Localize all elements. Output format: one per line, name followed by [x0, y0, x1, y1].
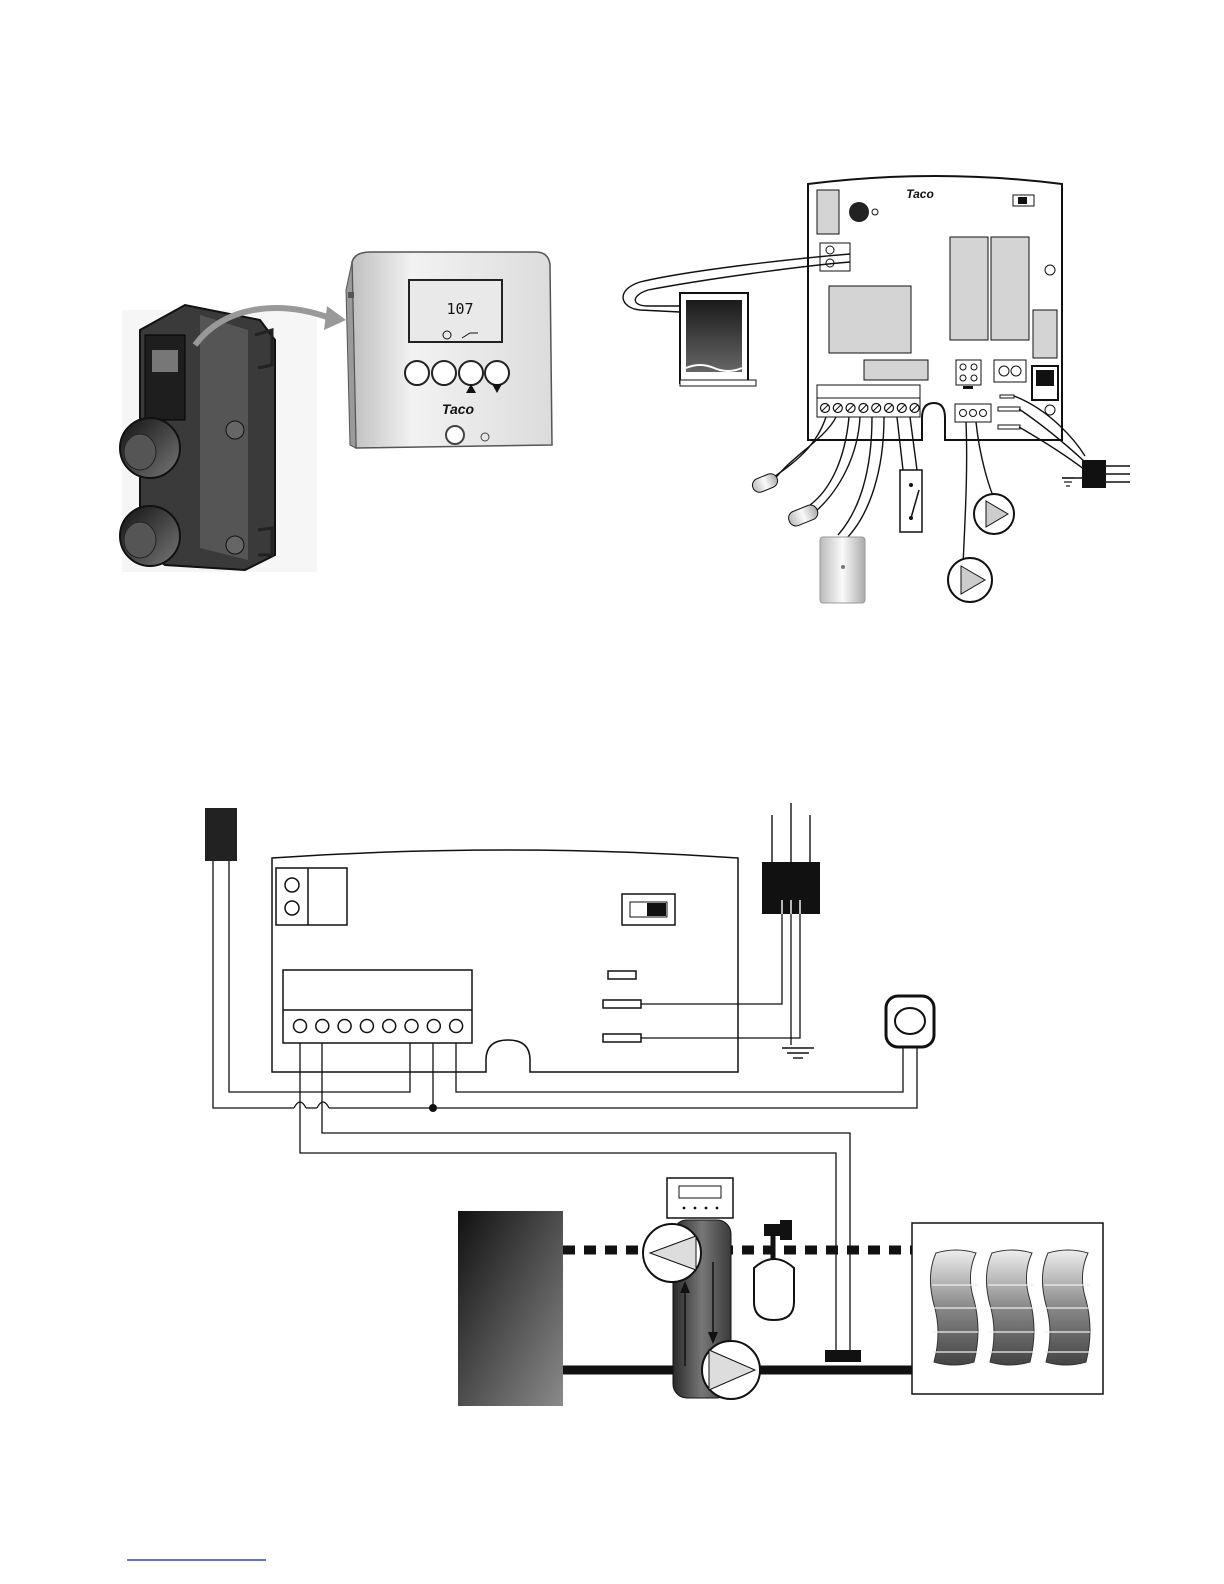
- diagram-supply-sensor: [825, 1350, 861, 1362]
- board-brand-logo: Taco: [906, 187, 934, 201]
- diagram-system-pump-icon: [702, 1341, 760, 1399]
- board-terminal-screw: [846, 404, 855, 413]
- controller-button-2[interactable]: [432, 361, 456, 385]
- diagram-terminal-screw: [405, 1020, 418, 1033]
- diagram-terminal-screw: [450, 1020, 463, 1033]
- csa-mark-icon: [849, 202, 869, 222]
- controller-unit: 107 Taco: [346, 252, 552, 448]
- diagram-room-sensor: [886, 996, 934, 1047]
- board-power-plug: [1062, 460, 1130, 488]
- board-terminal-strip: [817, 385, 920, 417]
- diagram-outdoor-sensor: [205, 808, 237, 861]
- controller-brand-logo: Taco: [442, 401, 475, 417]
- controller-display-value: 107: [446, 300, 473, 318]
- radiator: [930, 1250, 978, 1365]
- board-terminal-screw: [897, 404, 906, 413]
- board-terminal-screw: [885, 404, 894, 413]
- diagram-terminal-screw: [360, 1020, 373, 1033]
- room-sensor: [820, 537, 865, 603]
- mixing-unit-illustration: [120, 305, 346, 572]
- outdoor-sensor: [680, 293, 756, 386]
- diagram-terminal-screw: [316, 1020, 329, 1033]
- diagram-terminal-screw: [427, 1020, 440, 1033]
- board-terminal-screw: [833, 404, 842, 413]
- board-terminal-screw: [859, 404, 868, 413]
- controller-button-up[interactable]: [459, 361, 483, 385]
- board-pump-connector: [955, 404, 991, 422]
- radiator: [1042, 1250, 1090, 1365]
- controller-lcd-display: 107: [409, 280, 502, 342]
- thermostat-switch: [900, 470, 922, 532]
- board-pump-2-icon: [948, 558, 992, 602]
- board-relay-1: [950, 237, 988, 340]
- board-terminal-screw: [821, 404, 830, 413]
- diagram-terminal-screw: [383, 1020, 396, 1033]
- radiator: [986, 1250, 1034, 1365]
- board-sensor-terminal: [820, 243, 850, 271]
- ground-symbol-icon: [1062, 478, 1074, 486]
- return-sensor-probe: [786, 503, 819, 528]
- board-pump-1-icon: [974, 494, 1014, 534]
- diagram-injection-pump-icon: [643, 1224, 701, 1282]
- controller-button-1[interactable]: [405, 361, 429, 385]
- board-terminal-screw: [872, 404, 881, 413]
- diagram-sensor-terminal: [276, 868, 347, 925]
- diagram-ground-symbol-icon: [782, 1048, 814, 1058]
- board-terminal-screw: [910, 404, 919, 413]
- expansion-tank: [754, 1220, 794, 1320]
- controller-indicator-light: [446, 426, 464, 444]
- board-jumper-block: [956, 360, 981, 389]
- diagram-terminal-screw: [294, 1020, 307, 1033]
- diagram-dip-switch[interactable]: [622, 894, 675, 925]
- boiler: [458, 1211, 563, 1406]
- radiator-panel: [912, 1223, 1103, 1394]
- board-relay-2: [991, 237, 1029, 340]
- mixing-unit-lower-port: [120, 506, 180, 566]
- diagram-terminal-screw: [338, 1020, 351, 1033]
- wire-junction-dot: [429, 1104, 437, 1112]
- controller-button-down[interactable]: [485, 361, 509, 385]
- board-transformer: [829, 286, 911, 353]
- diagram-terminal-strip: [283, 970, 472, 1043]
- wiring-diagram: [205, 803, 1103, 1406]
- supply-sensor-probe: [750, 472, 779, 495]
- mixing-unit-upper-port: [120, 418, 180, 478]
